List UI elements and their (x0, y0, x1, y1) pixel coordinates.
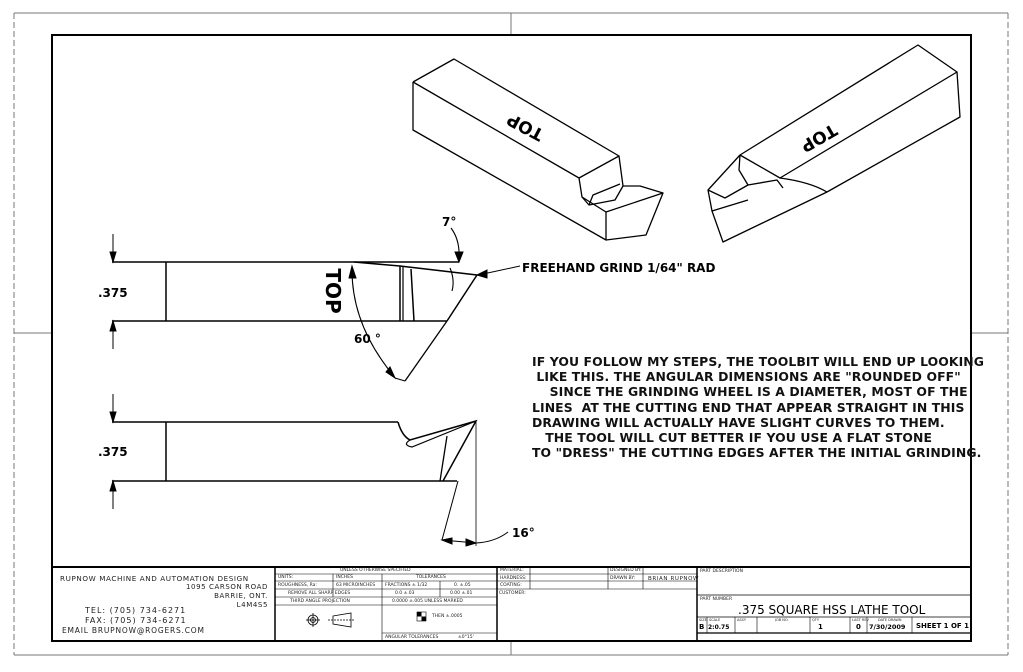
note-line: TO "DRESS" THE CUTTING EDGES AFTER THE I… (532, 445, 982, 461)
qty-label: QTY (812, 618, 820, 622)
drawing-border (51, 34, 972, 642)
note-line: THE TOOL WILL CUT BETTER IF YOU USE A FL… (532, 430, 933, 446)
note-line: DRAWING WILL ACTUALLY HAVE SLIGHT CURVES… (532, 414, 945, 430)
outer-frame (13, 12, 1009, 656)
general-notes: IF YOU FOLLOW MY STEPS, THE TOOLBIT WILL… (532, 354, 985, 461)
scale-value: 2:0.75 (708, 624, 730, 631)
designed-by-label: DESIGNED BY: (610, 568, 642, 573)
part-title: .375 SQUARE HSS LATHE TOOL (738, 603, 926, 617)
qty-value: 1 (818, 623, 823, 631)
front-view-height-dim: .375 (98, 445, 128, 459)
iso-right-top-label: TOP (797, 119, 840, 156)
company-address2: BARRIE, ONT. (214, 592, 268, 600)
third-angle-projection-icon (306, 612, 355, 628)
side-view-top-label: TOP (321, 268, 345, 313)
note-line: LIKE THIS. THE ANGULAR DIMENSIONS ARE "R… (532, 369, 961, 385)
material-label: MATERIAL: (500, 568, 524, 573)
angular-tol-label: ANGULAR TOLERANCES (385, 635, 439, 640)
angle-16-label: 16° (512, 526, 535, 540)
units-value: INCHES (336, 575, 353, 580)
customer-label: CUSTOMER: (499, 591, 526, 596)
side-view (109, 227, 521, 382)
side-view-height-dim: .375 (98, 286, 128, 300)
isometric-view-left (412, 58, 664, 241)
projection-label: THIRD ANGLE PROJECTION (290, 599, 350, 604)
note-line: LINES AT THE CUTTING END THAT APPEAR STR… (532, 399, 965, 415)
tol-000: 0.00 ±.01 (450, 591, 473, 596)
drawn-by-label: DRAWN BY: (610, 576, 635, 581)
date-drawn-value: 7/30/2009 (869, 623, 906, 631)
coating-label: COATING: (500, 583, 522, 588)
size-value: B (699, 623, 705, 631)
spec-header: UNLESS OTHERWISE SPECIFIED (340, 568, 411, 573)
note-line: SINCE THE GRINDING WHEEL IS A DIAMETER, … (532, 384, 968, 400)
roughness-value: 63 MICROINCHES (336, 583, 376, 588)
part-number-label: PART NUMBER (700, 597, 733, 602)
angle-60-label: 60 ° (354, 332, 381, 346)
tol-fractions: FRACTIONS ± 1/32 (385, 583, 428, 588)
job-no-label: JOB NO. (775, 618, 789, 622)
angular-tol-value: ±0°15' (458, 635, 474, 640)
sheet-number: SHEET 1 OF 1 (916, 622, 970, 630)
last-rev-label: LAST REV (852, 618, 869, 622)
remove-edges-note: REMOVE ALL SHARP EDGES (288, 591, 351, 596)
company-fax: FAX: (705) 734-6271 (85, 616, 187, 625)
isometric-view-right (707, 44, 961, 243)
tol-00: 0.0 ±.03 (395, 591, 415, 596)
drawn-by-value: BRIAN RUPNOW (648, 576, 700, 582)
title-block-grid (52, 566, 971, 641)
hardness-label: HARDNESS: (500, 576, 527, 581)
tol-then: THEN ±.0005 (432, 614, 463, 619)
part-description-label: PART DESCRIPTION (700, 569, 743, 574)
tol-0: 0. ±.05 (454, 583, 471, 588)
company-name: RUPNOW MACHINE AND AUTOMATION DESIGN (60, 574, 249, 583)
company-email: EMAIL brupnow@rogers.com (62, 626, 205, 635)
note-line: IF YOU FOLLOW MY STEPS, THE TOOLBIT WILL… (532, 354, 985, 369)
freehand-grind-callout: FREEHAND GRIND 1/64" RAD (522, 261, 715, 275)
front-view (109, 394, 509, 547)
angle-7-label: 7° (442, 215, 456, 229)
tol-0000: 0.0000 ±.005 UNLESS MARKED (392, 599, 463, 604)
date-drawn-label: DATE DRAWN (878, 618, 902, 622)
assy-label: ASSY (737, 618, 746, 622)
company-tel: TEL: (705) 734-6271 (85, 606, 187, 615)
units-label: UNITS: (278, 575, 294, 580)
company-address1: 1095 CARSON ROAD (185, 583, 268, 591)
roughness-label: ROUGHNESS, Ra: (278, 583, 317, 588)
size-label: SIZE (699, 618, 707, 622)
company-postal: L4M4S5 (236, 601, 268, 609)
basic-dim-symbol-icon (416, 611, 427, 622)
last-rev-value: 0 (856, 623, 861, 631)
scale-label: SCALE (709, 618, 721, 622)
tolerances-header: TOLERANCES (416, 575, 446, 580)
